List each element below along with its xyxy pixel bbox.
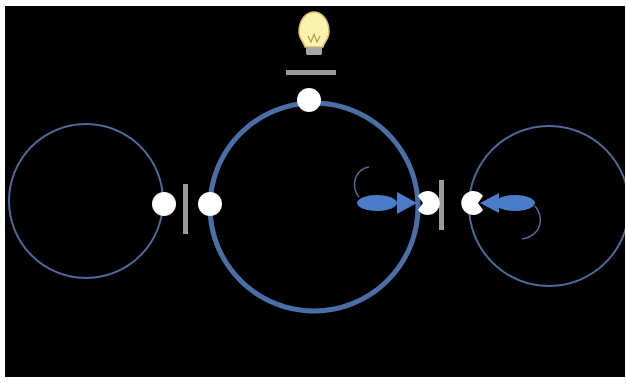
right-arrow-body: [495, 195, 535, 211]
center-left-node: [198, 192, 222, 216]
bulb-glass: [299, 12, 329, 47]
left-divider-bar: [183, 184, 188, 234]
center-arrow-body: [357, 195, 397, 211]
top-divider-bar: [286, 70, 336, 75]
top-node: [297, 88, 321, 112]
diagram-panel: [5, 6, 625, 377]
diagram-background: [5, 6, 625, 377]
bulb-base: [306, 47, 322, 55]
left-circle-node: [152, 192, 176, 216]
right-divider-bar: [439, 180, 444, 230]
circle-diagram: [5, 6, 625, 377]
